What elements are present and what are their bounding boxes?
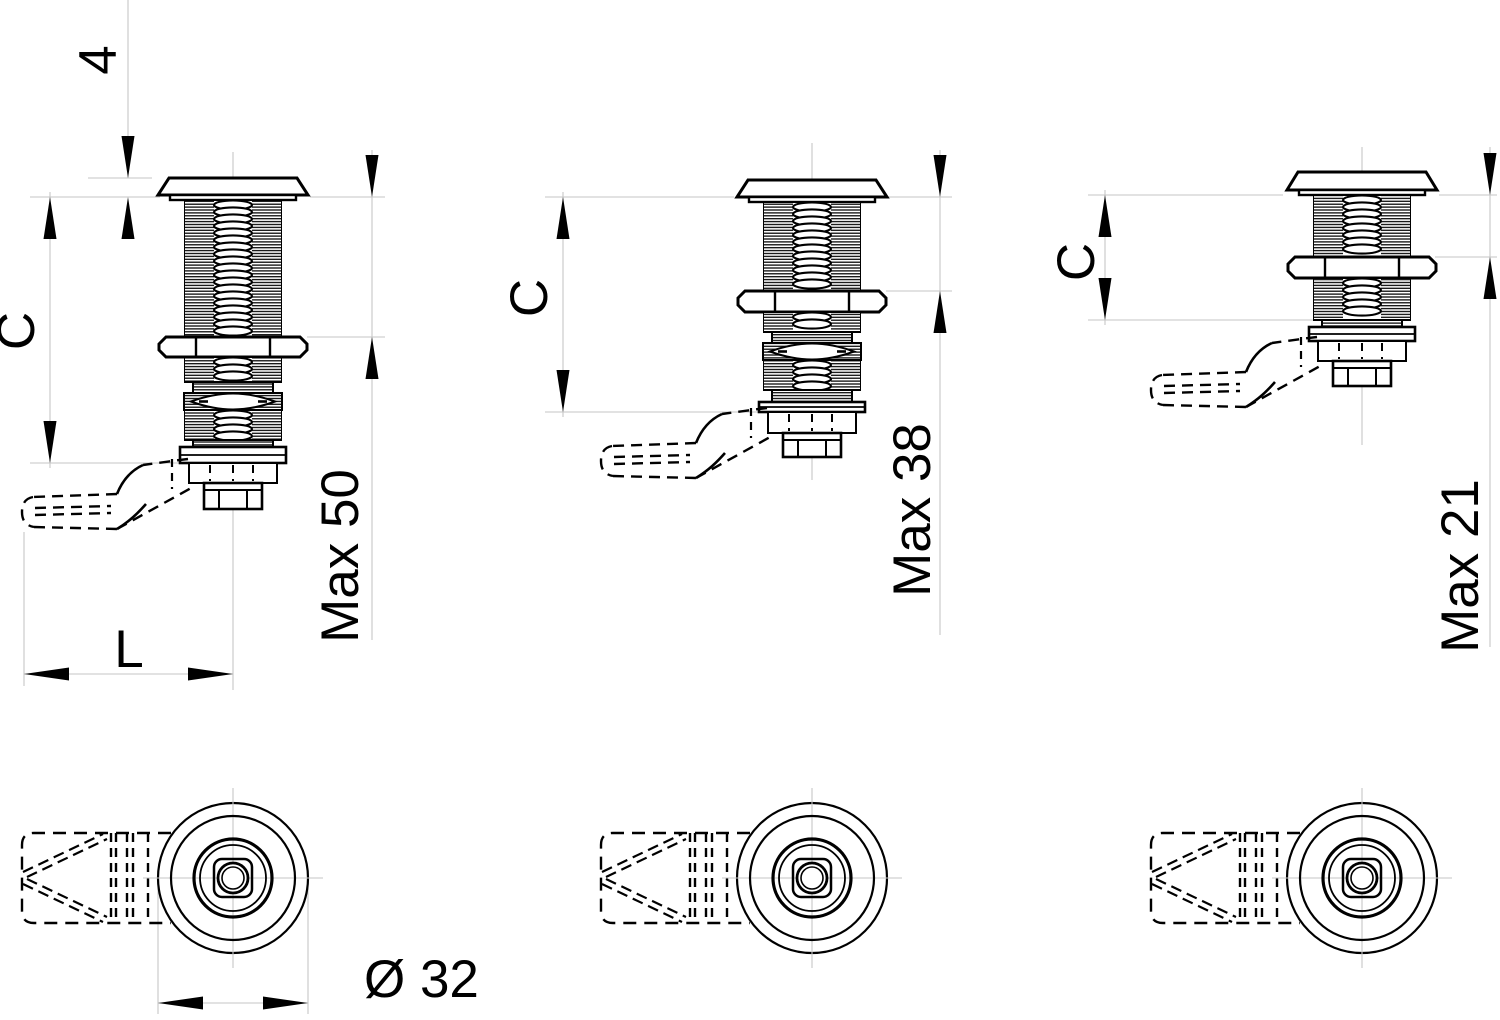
label-lever-length-l: L — [114, 620, 143, 679]
dimension-labels: 4 C Max 50 L C Max 38 C Max 21 Ø 32 — [0, 45, 1490, 1009]
label-grip-c-2: C — [500, 279, 559, 317]
label-grip-c-3: C — [1047, 243, 1106, 281]
bottom-view-latch-1 — [20, 788, 323, 968]
label-max-grip-38: Max 38 — [883, 423, 942, 597]
side-view-latch-max21 — [1149, 170, 1440, 409]
side-view-latch-max50 — [20, 176, 311, 531]
side-view-latch-max38 — [599, 178, 890, 480]
label-grip-c-1: C — [0, 312, 46, 350]
label-max-grip-50: Max 50 — [311, 469, 370, 643]
label-max-grip-21: Max 21 — [1431, 479, 1490, 653]
label-head-thickness-4: 4 — [69, 45, 128, 74]
dimension-arrows — [24, 136, 1497, 1010]
label-diameter-32: Ø 32 — [364, 950, 479, 1009]
bottom-view-latch-3 — [1149, 788, 1452, 968]
bottom-view-latch-2 — [599, 788, 902, 968]
